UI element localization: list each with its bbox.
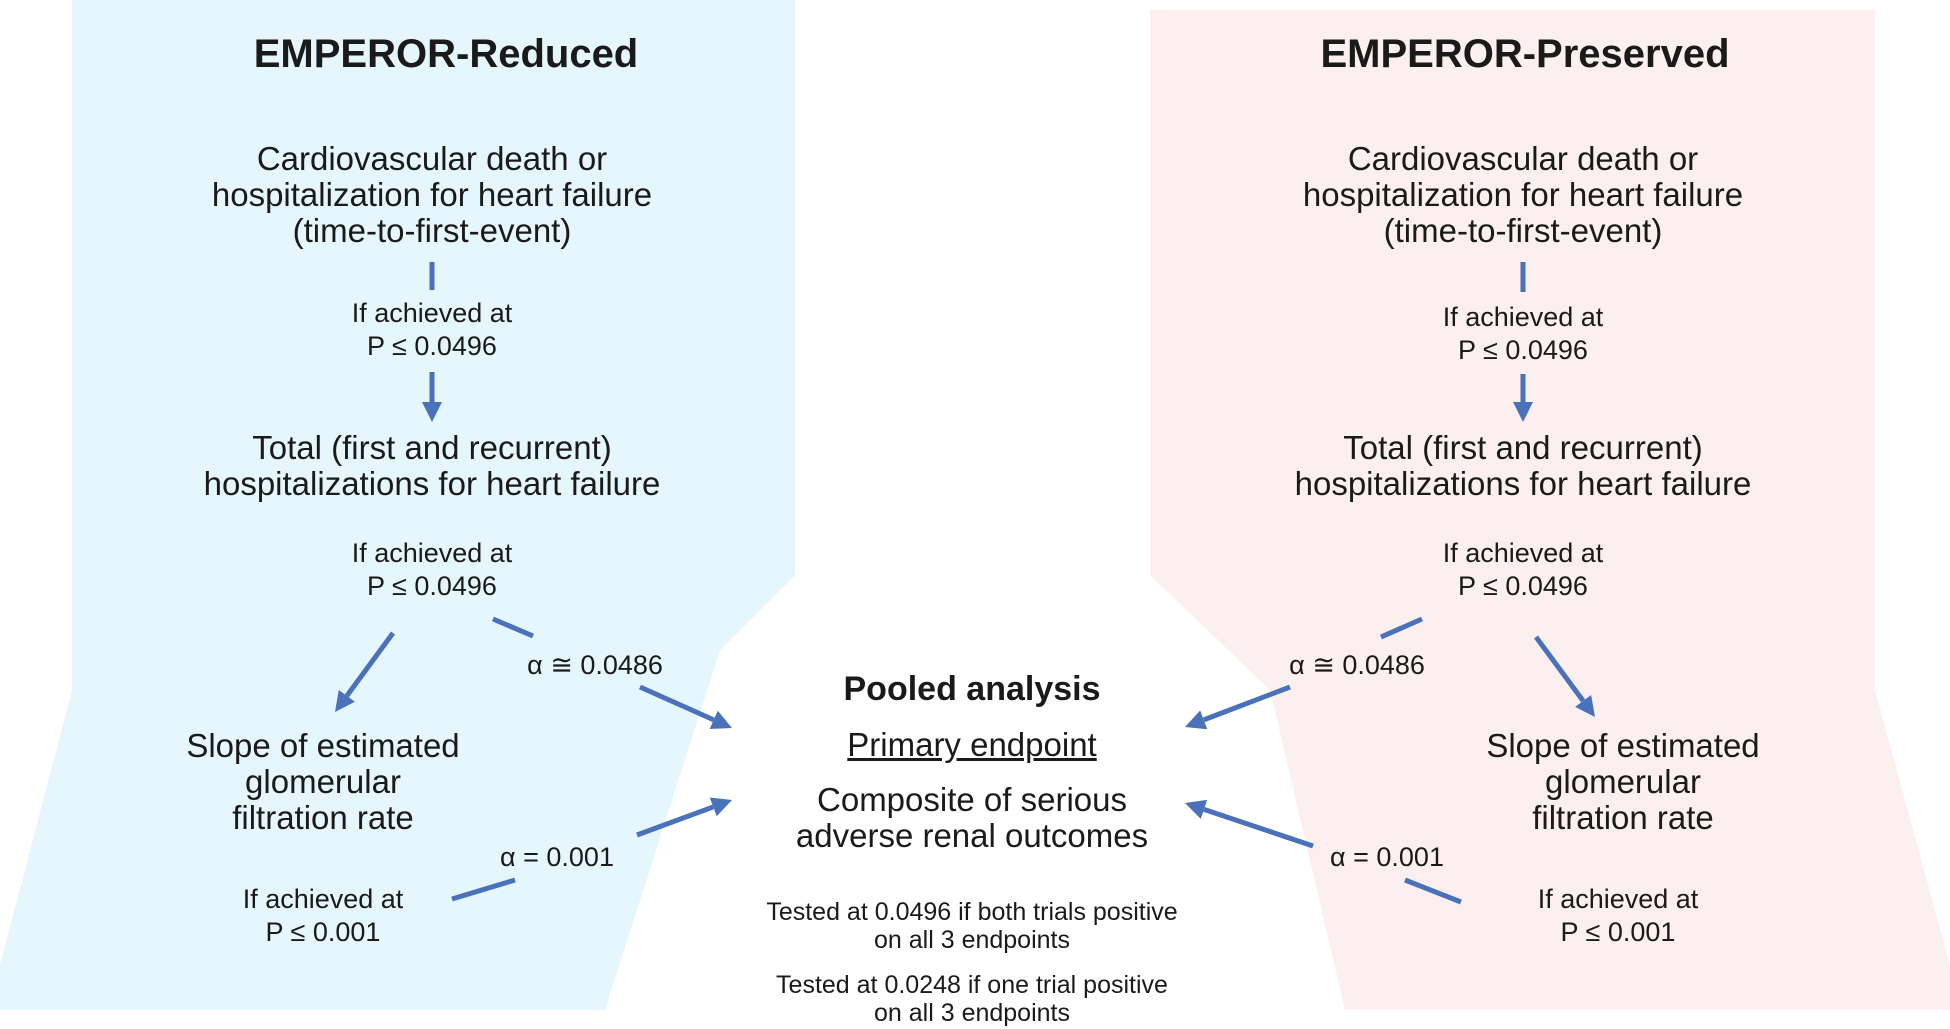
right-endpoint-3-line-2: glomerular — [1545, 763, 1701, 800]
left-endpoint-3-line-1: Slope of estimated — [186, 727, 460, 764]
left-condition-2-line-1: If achieved at — [351, 538, 513, 568]
emperor-preserved-panel — [1150, 10, 1950, 1010]
right-condition-3-line-2: P ≤ 0.001 — [1560, 917, 1676, 947]
left-condition-1-line-1: If achieved at — [351, 298, 513, 328]
left-endpoint-1-line-2: hospitalization for heart failure — [211, 176, 653, 213]
pooled-note-both-trials: Tested at 0.0496 if both trials positive… — [766, 898, 1177, 954]
right-endpoint-2: Total (first and recurrent)hospitalizati… — [1295, 430, 1752, 502]
left-endpoint-1-line-1: Cardiovascular death or — [256, 140, 608, 177]
right-endpoint-1-line-1: Cardiovascular death or — [1347, 140, 1699, 177]
right-condition-2-line-1: If achieved at — [1442, 538, 1604, 568]
pooled-note-both-trials-line-1: Tested at 0.0496 if both trials positive — [766, 898, 1178, 926]
right-endpoint-2-line-2: hospitalizations for heart failure — [1294, 465, 1752, 502]
pooled-note-one-trial-line-1: Tested at 0.0248 if one trial positive — [776, 971, 1168, 999]
right-alpha-high: α ≅ 0.0486 — [1289, 650, 1425, 680]
right-alpha-low-line-b — [1404, 877, 1462, 905]
right-condition-3-line-1: If achieved at — [1537, 884, 1699, 914]
right-endpoint-3-line-1: Slope of estimated — [1486, 727, 1760, 764]
left-arrow-alpha-low-to-pooled-head — [709, 797, 732, 817]
right-arrow-alpha-high-to-pooled-head — [1185, 710, 1208, 730]
right-alpha-low: α = 0.001 — [1330, 842, 1444, 872]
left-condition-3-line-2: P ≤ 0.001 — [265, 917, 381, 947]
right-endpoint-2-line-1: Total (first and recurrent) — [1343, 429, 1703, 466]
arrow-layer — [335, 262, 1595, 905]
right-title: EMPEROR-Preserved — [1320, 32, 1730, 76]
right-condition-2-line-2: P ≤ 0.0496 — [1458, 571, 1588, 601]
left-alpha-high: α ≅ 0.0486 — [527, 650, 663, 680]
left-alpha-low: α = 0.001 — [500, 842, 614, 872]
left-arrow-alpha-high-to-pooled-head — [709, 710, 732, 729]
right-condition-1-line-2: P ≤ 0.0496 — [1458, 335, 1588, 365]
left-arrow-alpha-high-to-pooled-shaft — [638, 684, 715, 723]
left-alpha-low-line-b — [451, 877, 516, 902]
left-alpha-high-line-a — [492, 616, 534, 639]
left-condition-2-line-2: P ≤ 0.0496 — [367, 571, 497, 601]
left-arrow-alpha-low-to-pooled-shaft — [636, 804, 715, 838]
pooled-outcome-line-2: adverse renal outcomes — [795, 817, 1149, 854]
emperor-reduced-panel — [0, 0, 795, 1010]
pooled-outcome-line-1: Composite of serious — [817, 781, 1127, 818]
right-arrow-alpha-low-to-pooled-shaft — [1203, 806, 1314, 849]
left-condition-1-line-2: P ≤ 0.0496 — [367, 331, 497, 361]
right-endpoint-3-line-3: filtration rate — [1532, 799, 1714, 836]
left-condition-3-line-1: If achieved at — [242, 884, 404, 914]
pooled-note-both-trials-line-2: on all 3 endpoints — [874, 926, 1070, 954]
right-arrow-to-endpoint-3-shaft — [1533, 635, 1586, 703]
right-arrow-alpha-low-to-pooled-head — [1185, 799, 1208, 819]
right-endpoint-1-line-2: hospitalization for heart failure — [1302, 176, 1744, 213]
right-alpha-high-line-a — [1379, 616, 1424, 640]
primary-endpoint-label: Primary endpoint — [847, 726, 1097, 763]
right-arrow-to-endpoint-2-head — [1513, 402, 1533, 422]
right-condition-1-line-1: If achieved at — [1442, 302, 1604, 332]
right-endpoint-1-line-3: (time-to-first-event) — [1383, 212, 1663, 249]
right-arrow-alpha-high-to-pooled-shaft — [1202, 684, 1291, 723]
left-endpoint-2: Total (first and recurrent)hospitalizati… — [204, 430, 661, 502]
left-endpoint-1-line-3: (time-to-first-event) — [292, 212, 572, 249]
left-endpoint-3-line-3: filtration rate — [232, 799, 414, 836]
pooled-note-one-trial-line-2: on all 3 endpoints — [874, 999, 1070, 1027]
pooled-analysis-title: Pooled analysis — [843, 670, 1101, 708]
right-arrow-to-endpoint-3-head — [1575, 694, 1595, 717]
left-arrow-to-endpoint-3-head — [335, 689, 355, 712]
left-endpoint-3-line-2: glomerular — [245, 763, 401, 800]
left-endpoint-2-line-1: Total (first and recurrent) — [252, 429, 612, 466]
left-endpoint-2-line-2: hospitalizations for heart failure — [203, 465, 661, 502]
left-arrow-to-endpoint-3-shaft — [344, 631, 396, 698]
left-title: EMPEROR-Reduced — [253, 32, 639, 76]
left-arrow-to-endpoint-2-head — [422, 402, 442, 422]
